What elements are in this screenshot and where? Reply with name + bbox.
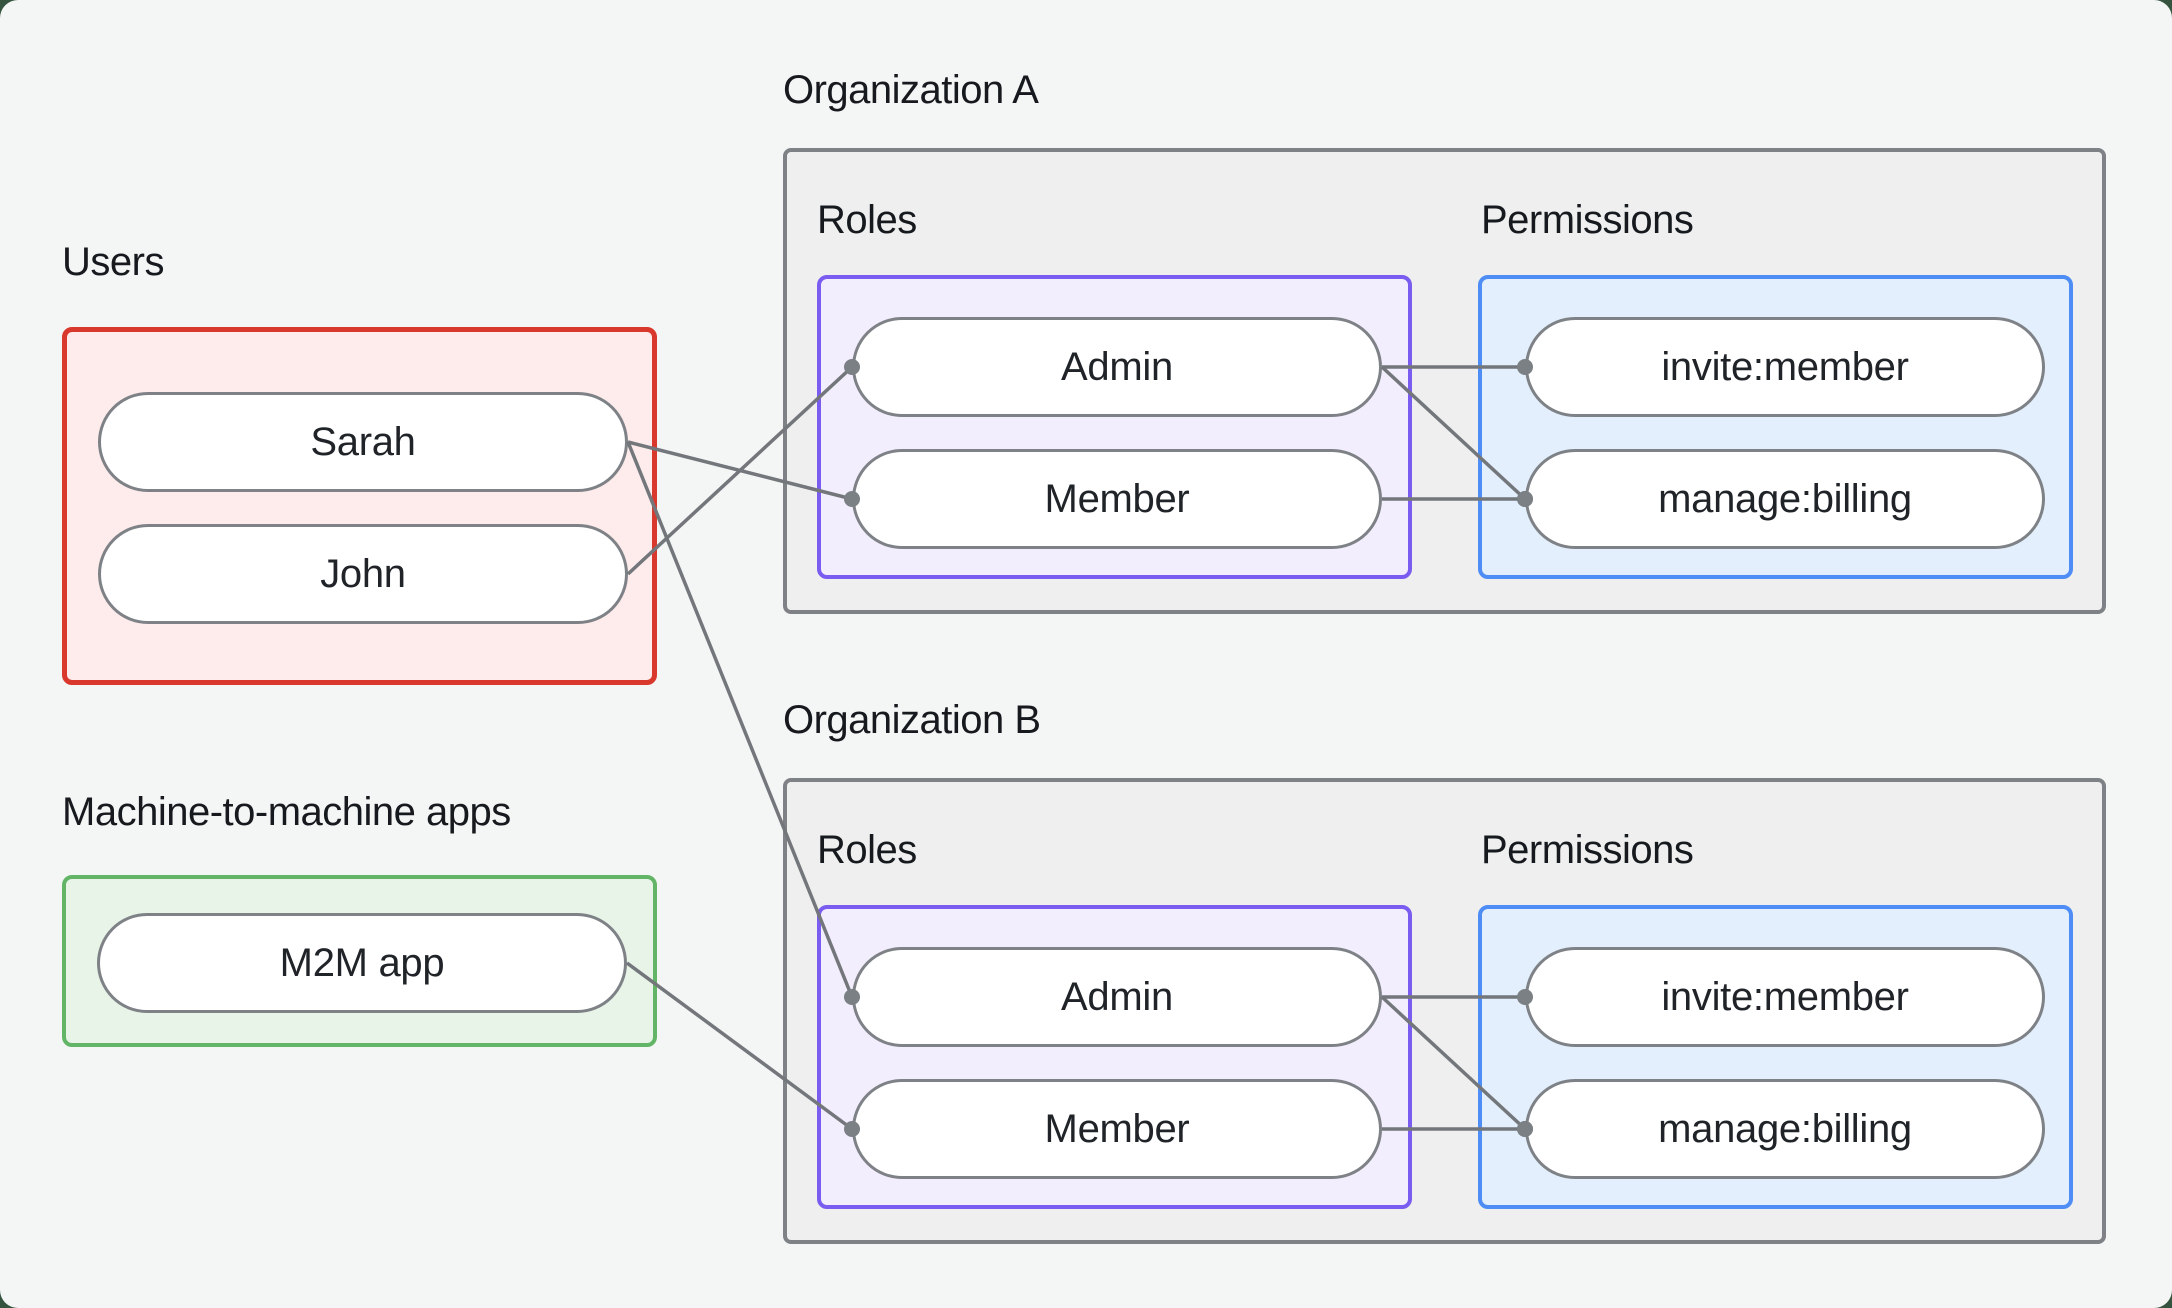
org-a-role-member: Member xyxy=(852,449,1382,549)
permission-label: manage:billing xyxy=(1658,476,1912,521)
permission-label: invite:member xyxy=(1661,974,1909,1019)
org-b-roles-label: Roles xyxy=(817,828,917,872)
org-a-role-admin: Admin xyxy=(852,317,1382,417)
org-b-permission-invite-member: invite:member xyxy=(1525,947,2045,1047)
org-a-permission-invite-member: invite:member xyxy=(1525,317,2045,417)
user-node-label: Sarah xyxy=(310,419,416,464)
org-b-title: Organization B xyxy=(783,698,1041,742)
role-label: Member xyxy=(1044,1106,1190,1151)
user-node-sarah: Sarah xyxy=(98,392,628,492)
org-a-roles-label: Roles xyxy=(817,198,917,242)
org-b-permission-manage-billing: manage:billing xyxy=(1525,1079,2045,1179)
org-a-box: Roles Permissions Admin Member invite:me… xyxy=(783,148,2106,614)
user-node-john: John xyxy=(98,524,628,624)
org-b-permissions-box: invite:member manage:billing xyxy=(1478,905,2073,1209)
users-group-box: Sarah John xyxy=(62,327,657,685)
org-b-role-member: Member xyxy=(852,1079,1382,1179)
org-a-roles-box: Admin Member xyxy=(817,275,1412,579)
org-a-permission-manage-billing: manage:billing xyxy=(1525,449,2045,549)
org-a-permissions-box: invite:member manage:billing xyxy=(1478,275,2073,579)
org-a-permissions-label: Permissions xyxy=(1481,198,1694,242)
org-b-roles-box: Admin Member xyxy=(817,905,1412,1209)
org-b-role-admin: Admin xyxy=(852,947,1382,1047)
user-node-label: John xyxy=(320,551,406,596)
m2m-group-label: Machine-to-machine apps xyxy=(62,790,511,834)
users-group-label: Users xyxy=(62,240,164,284)
m2m-app-node: M2M app xyxy=(97,913,627,1013)
org-a-title: Organization A xyxy=(783,68,1039,112)
org-b-permissions-label: Permissions xyxy=(1481,828,1694,872)
m2m-node-label: M2M app xyxy=(279,940,445,985)
org-b-box: Roles Permissions Admin Member invite:me… xyxy=(783,778,2106,1244)
role-label: Admin xyxy=(1061,974,1173,1019)
role-label: Member xyxy=(1044,476,1190,521)
m2m-group-box: M2M app xyxy=(62,875,657,1047)
permission-label: manage:billing xyxy=(1658,1106,1912,1151)
permission-label: invite:member xyxy=(1661,344,1909,389)
role-label: Admin xyxy=(1061,344,1173,389)
